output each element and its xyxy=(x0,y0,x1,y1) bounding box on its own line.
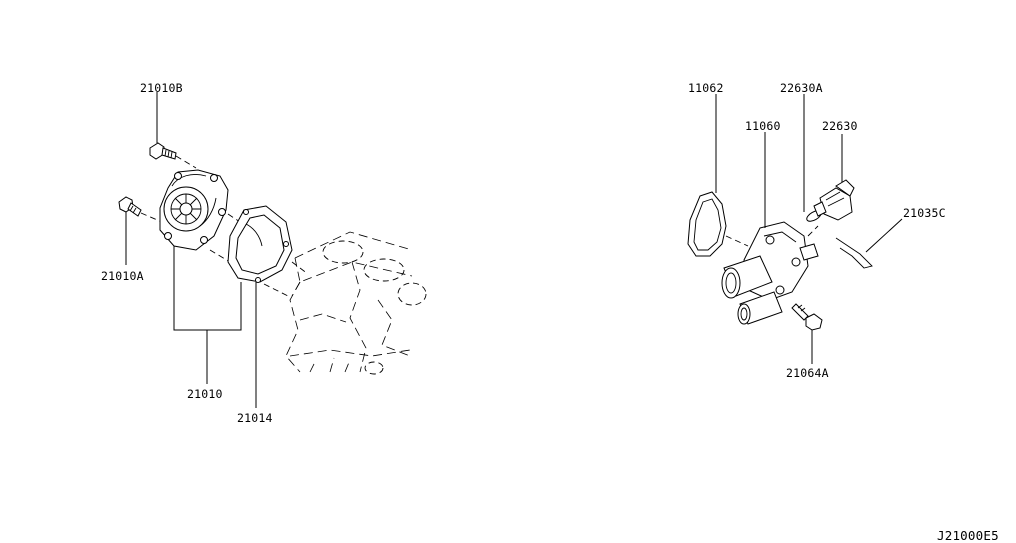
label-21035C: 21035C xyxy=(903,206,946,220)
label-22630A: 22630A xyxy=(780,81,823,95)
label-21010A: 21010A xyxy=(101,269,144,283)
label-11060: 11060 xyxy=(745,119,781,133)
label-21010: 21010 xyxy=(187,387,223,401)
label-21010B: 21010B xyxy=(140,81,183,95)
temperature-sensor-22630[interactable] xyxy=(813,179,855,221)
bolt-21010A[interactable] xyxy=(118,196,142,217)
diagram-code: J21000E5 xyxy=(937,528,999,543)
engine-block-illustration xyxy=(285,231,427,375)
gasket-21014[interactable] xyxy=(227,205,293,283)
label-11062: 11062 xyxy=(688,81,724,95)
water-outlet-housing-11060[interactable] xyxy=(721,221,819,325)
water-pump-21010[interactable] xyxy=(159,169,229,251)
label-21064A: 21064A xyxy=(786,366,829,380)
bolt-21064A[interactable] xyxy=(791,303,823,331)
clip-21035C[interactable] xyxy=(835,237,873,269)
bolt-21010B[interactable] xyxy=(149,142,177,160)
gasket-11062[interactable] xyxy=(687,191,727,257)
label-21014: 21014 xyxy=(237,411,273,425)
label-22630: 22630 xyxy=(822,119,858,133)
